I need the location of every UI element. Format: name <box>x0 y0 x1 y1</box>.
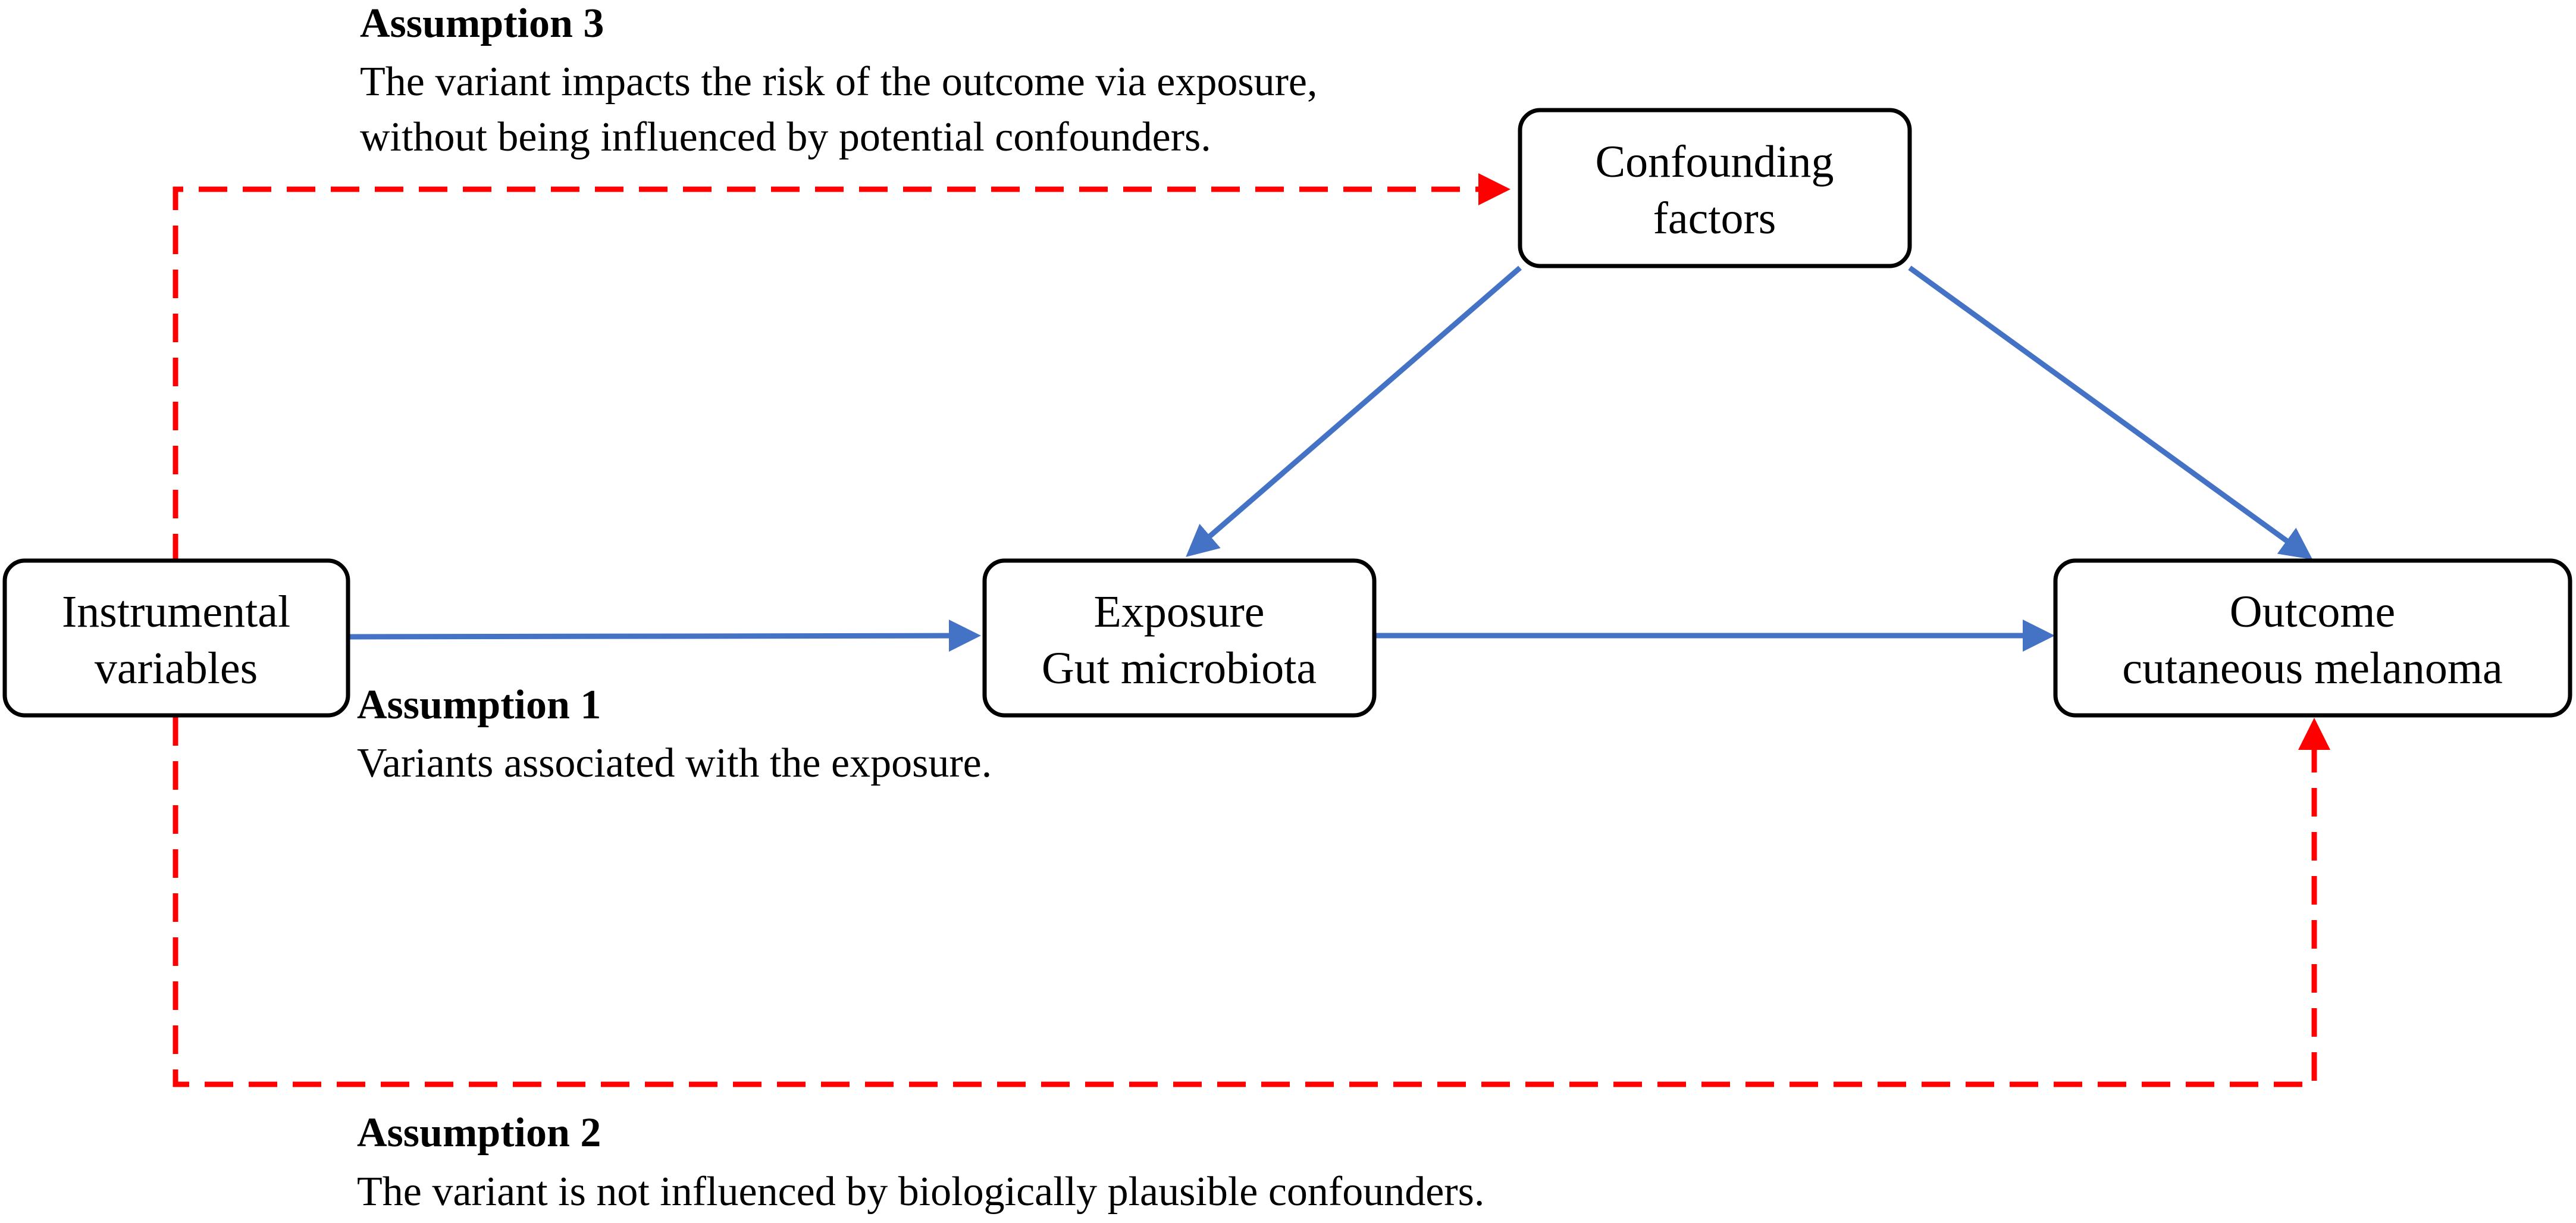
assumption-2-title: Assumption 2 <box>357 1110 601 1156</box>
instrumental-variables-line1: Instrumental <box>62 587 290 637</box>
arrow-instrument-to-exposure <box>349 620 981 652</box>
exposure-node: Exposure Gut microbiota <box>982 558 1377 718</box>
assumption-3-line2: without being influenced by potential co… <box>360 114 1211 160</box>
assumption-3-annotation: Assumption 3 The variant impacts the ris… <box>360 1 1318 160</box>
confounding-factors-line2: factors <box>1653 193 1776 243</box>
exposure-line1: Exposure <box>1093 587 1264 637</box>
assumption-3-title: Assumption 3 <box>360 1 604 46</box>
arrow-confounding-to-exposure <box>1186 265 1522 557</box>
assumption-1-line1: Variants associated with the exposure. <box>357 740 992 786</box>
exposure-line2: Gut microbiota <box>1042 643 1317 693</box>
confounding-factors-line1: Confounding <box>1595 137 1834 187</box>
assumption-3-line1: The variant impacts the risk of the outc… <box>360 59 1318 105</box>
instrumental-variables-node: Instrumental variables <box>2 558 350 718</box>
outcome-line1: Outcome <box>2230 587 2396 637</box>
assumption-1-title: Assumption 1 <box>357 682 601 728</box>
assumption-2-path <box>173 717 2330 1087</box>
confounding-factors-node: Confounding factors <box>1518 108 1912 268</box>
outcome-node: Outcome cutaneous melanoma <box>2053 558 2572 718</box>
assumption-2-line1: The variant is not influenced by biologi… <box>357 1169 1484 1215</box>
assumption-1-annotation: Assumption 1 Variants associated with th… <box>357 682 992 786</box>
assumption-3-path <box>173 173 1510 562</box>
outcome-line2: cutaneous melanoma <box>2122 643 2502 693</box>
assumption-2-annotation: Assumption 2 The variant is not influenc… <box>357 1110 1484 1215</box>
arrow-confounding-to-outcome <box>1908 265 2313 560</box>
instrumental-variables-line2: variables <box>95 643 258 693</box>
